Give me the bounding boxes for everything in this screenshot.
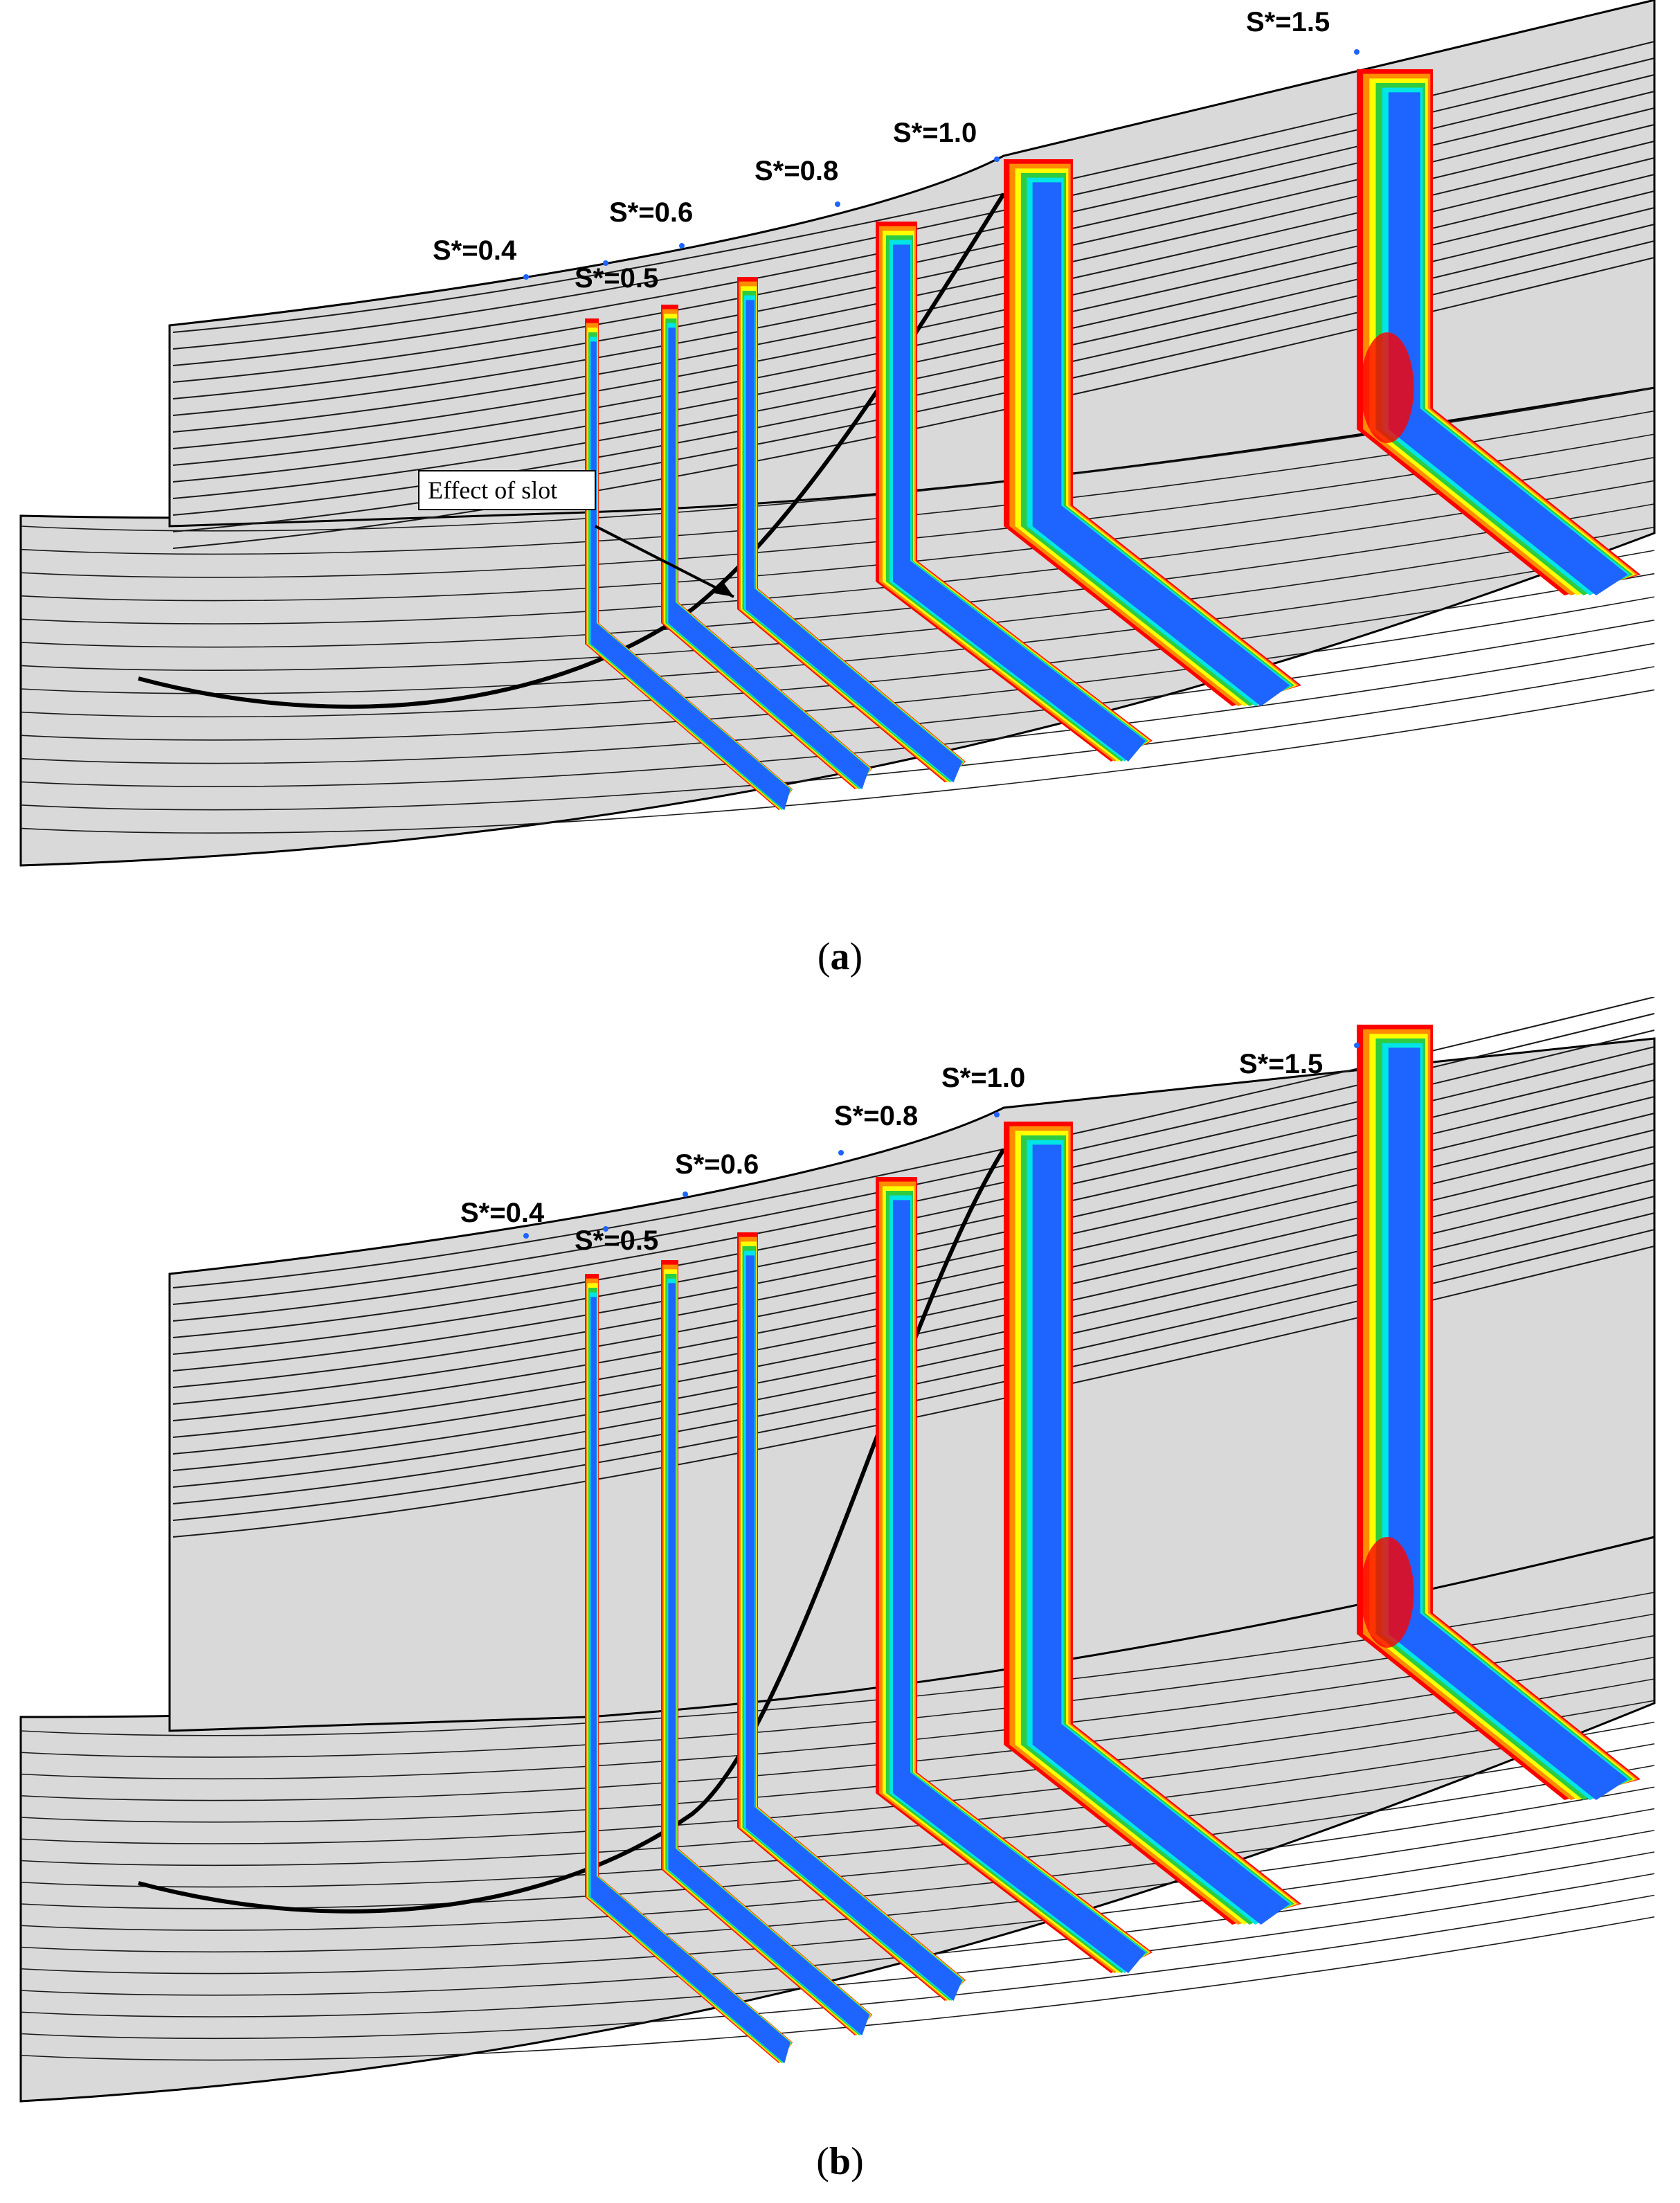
blade-streamline xyxy=(172,1196,1655,1488)
endwall-streamline xyxy=(20,689,1655,834)
blade-streamline xyxy=(172,1246,1655,1538)
endwall-streamline xyxy=(20,1786,1655,1931)
contour-band xyxy=(661,305,872,789)
blade-streamline xyxy=(172,91,1655,383)
slot-annotation: Effect of slot xyxy=(418,470,734,598)
station-label: S*=0.8 xyxy=(834,1101,918,1131)
contour-planes xyxy=(585,1025,1641,2063)
station-label: S*=1.5 xyxy=(1239,1049,1323,1079)
contour-band xyxy=(1388,1047,1628,1800)
blade-streamline xyxy=(172,997,1655,1288)
blade-streamline xyxy=(172,1162,1655,1455)
blade-streamline xyxy=(172,1212,1655,1504)
contour-plane xyxy=(876,222,1153,762)
blade-streamline xyxy=(172,174,1655,466)
blade-streamline xyxy=(172,124,1655,416)
station-marker xyxy=(1354,1043,1360,1048)
station-marker xyxy=(603,1226,608,1232)
endwall-streamline xyxy=(20,1765,1655,1909)
station-marker xyxy=(603,260,608,266)
endwall-streamline xyxy=(20,1873,1655,2017)
station-label: S*=1.0 xyxy=(893,118,977,148)
contour-band xyxy=(886,1191,1148,1973)
contour-plane xyxy=(661,305,872,790)
contour-plane xyxy=(1004,1122,1301,1925)
blade-streamline xyxy=(172,157,1655,449)
contour-band xyxy=(1032,182,1290,706)
blade-streamline xyxy=(172,207,1655,499)
endwall-streamline xyxy=(20,1743,1655,1888)
blade-streamline xyxy=(172,141,1655,433)
station-marker xyxy=(683,1192,688,1197)
blade-streamline xyxy=(172,107,1655,399)
station-label: S*=1.0 xyxy=(941,1063,1025,1093)
contour-plane xyxy=(1004,159,1301,707)
blade-streamline xyxy=(172,1029,1655,1322)
contour-band xyxy=(893,244,1146,762)
station-marker xyxy=(838,1150,844,1156)
contour-band xyxy=(886,235,1148,762)
blade-streamline xyxy=(172,1179,1655,1471)
contour-core xyxy=(1360,332,1414,443)
contour-planes xyxy=(585,69,1641,811)
contour-plane xyxy=(737,277,966,783)
contour-band xyxy=(668,327,869,789)
station-marker xyxy=(1354,49,1360,55)
station-label: S*=0.8 xyxy=(755,156,838,186)
contour-band xyxy=(746,300,962,782)
endwall-streamline xyxy=(20,526,1655,671)
slot-annotation-text: Effect of slot xyxy=(428,476,557,504)
blade-streamline xyxy=(172,1229,1655,1521)
station-marker xyxy=(679,243,685,249)
station-marker xyxy=(994,1112,1000,1117)
station-label: S*=0.6 xyxy=(675,1149,759,1180)
blade-streamline xyxy=(172,1129,1655,1421)
caption-a: (a) xyxy=(817,935,863,978)
endwall-streamline xyxy=(20,619,1655,764)
contour-plane xyxy=(1357,1025,1641,1800)
station-labels: S*=0.4S*=0.5 S*=0.6 S*=0.8 S*=1.0 S*=1.5 xyxy=(460,1043,1360,1256)
blade-streamline xyxy=(172,1079,1655,1372)
station-label: S*=1.5 xyxy=(1246,7,1330,37)
station-marker xyxy=(994,156,1000,162)
blade-streamline xyxy=(172,1013,1655,1305)
blade-streamline xyxy=(172,240,1655,532)
station-label: S*=0.5 xyxy=(575,1225,658,1256)
contour-band xyxy=(1032,1144,1290,1925)
caption-b: (b) xyxy=(816,2140,864,2183)
blade-streamline xyxy=(172,1063,1655,1355)
endwall-streamline xyxy=(20,1851,1655,1996)
station-label: S*=0.5 xyxy=(575,263,658,294)
contour-band xyxy=(1027,177,1292,707)
station-marker xyxy=(835,201,840,207)
contour-core xyxy=(1360,1537,1414,1648)
blade-streamline xyxy=(172,1046,1655,1338)
panel-b-flow-visualization: S*=0.4S*=0.5 S*=0.6 S*=0.8 S*=1.0 S*=1.5 xyxy=(19,997,1656,2103)
panel-a-flow-visualization: Effect of slot S*=0.4S*=0.5S*=0.6S*=0.8S… xyxy=(19,0,1656,867)
blade-streamline xyxy=(172,224,1655,516)
station-label: S*=0.4 xyxy=(460,1198,545,1228)
blade-streamline xyxy=(172,41,1655,333)
contour-band xyxy=(590,341,791,810)
blade-streamline xyxy=(172,190,1655,483)
endwall-streamline xyxy=(20,596,1655,741)
station-marker xyxy=(523,274,529,280)
contour-plane xyxy=(585,318,793,811)
station-label: S*=0.4 xyxy=(433,235,517,266)
contour-plane xyxy=(876,1177,1153,1973)
contour-plane xyxy=(1357,69,1641,596)
blade-streamline xyxy=(172,1096,1655,1388)
station-marker xyxy=(523,1233,529,1239)
blade-streamline xyxy=(172,257,1655,549)
blade-streamline xyxy=(172,1146,1655,1438)
blade-streamline xyxy=(172,74,1655,366)
station-labels: S*=0.4S*=0.5 S*=0.6 S*=0.8 S*=1.0 S*=1.5 xyxy=(433,7,1360,294)
blade-streamline xyxy=(172,1113,1655,1405)
station-label: S*=0.6 xyxy=(609,197,693,228)
contour-band xyxy=(737,277,966,782)
blade-streamline xyxy=(172,57,1655,350)
contour-band xyxy=(1388,92,1628,596)
